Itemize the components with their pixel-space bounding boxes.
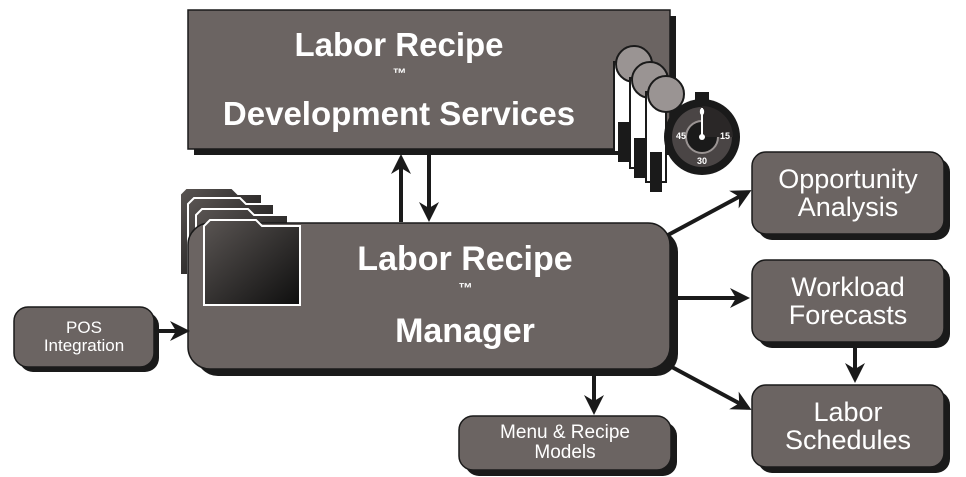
stopwatch-icon <box>664 92 740 175</box>
manager-box <box>187 222 678 376</box>
document-foreground <box>203 219 301 306</box>
arrow-manager-to-schedules <box>669 364 752 410</box>
person-silhouette-icon <box>613 45 685 192</box>
opportunity-box <box>751 151 950 240</box>
pos-box <box>13 306 159 372</box>
stopwatch-label-top: 0 <box>699 107 705 117</box>
workload-label: Workload Forecasts <box>788 271 908 330</box>
stopwatch-label-right: 15 <box>719 131 730 141</box>
pos-label: POS Integration <box>43 318 125 355</box>
arrow-manager-to-opportunity <box>667 190 752 237</box>
menu-box <box>458 415 677 476</box>
schedules-box <box>751 384 950 473</box>
stopwatch-label-left: 45 <box>675 131 686 141</box>
dev-services-box <box>187 9 676 155</box>
workload-box <box>751 259 950 348</box>
opportunity-label: Opportunity Analysis <box>778 163 918 222</box>
menu-label: Menu & Recipe Models <box>500 422 630 463</box>
schedules-label: Labor Schedules <box>784 396 912 455</box>
stopwatch-label-bottom: 30 <box>696 156 707 166</box>
